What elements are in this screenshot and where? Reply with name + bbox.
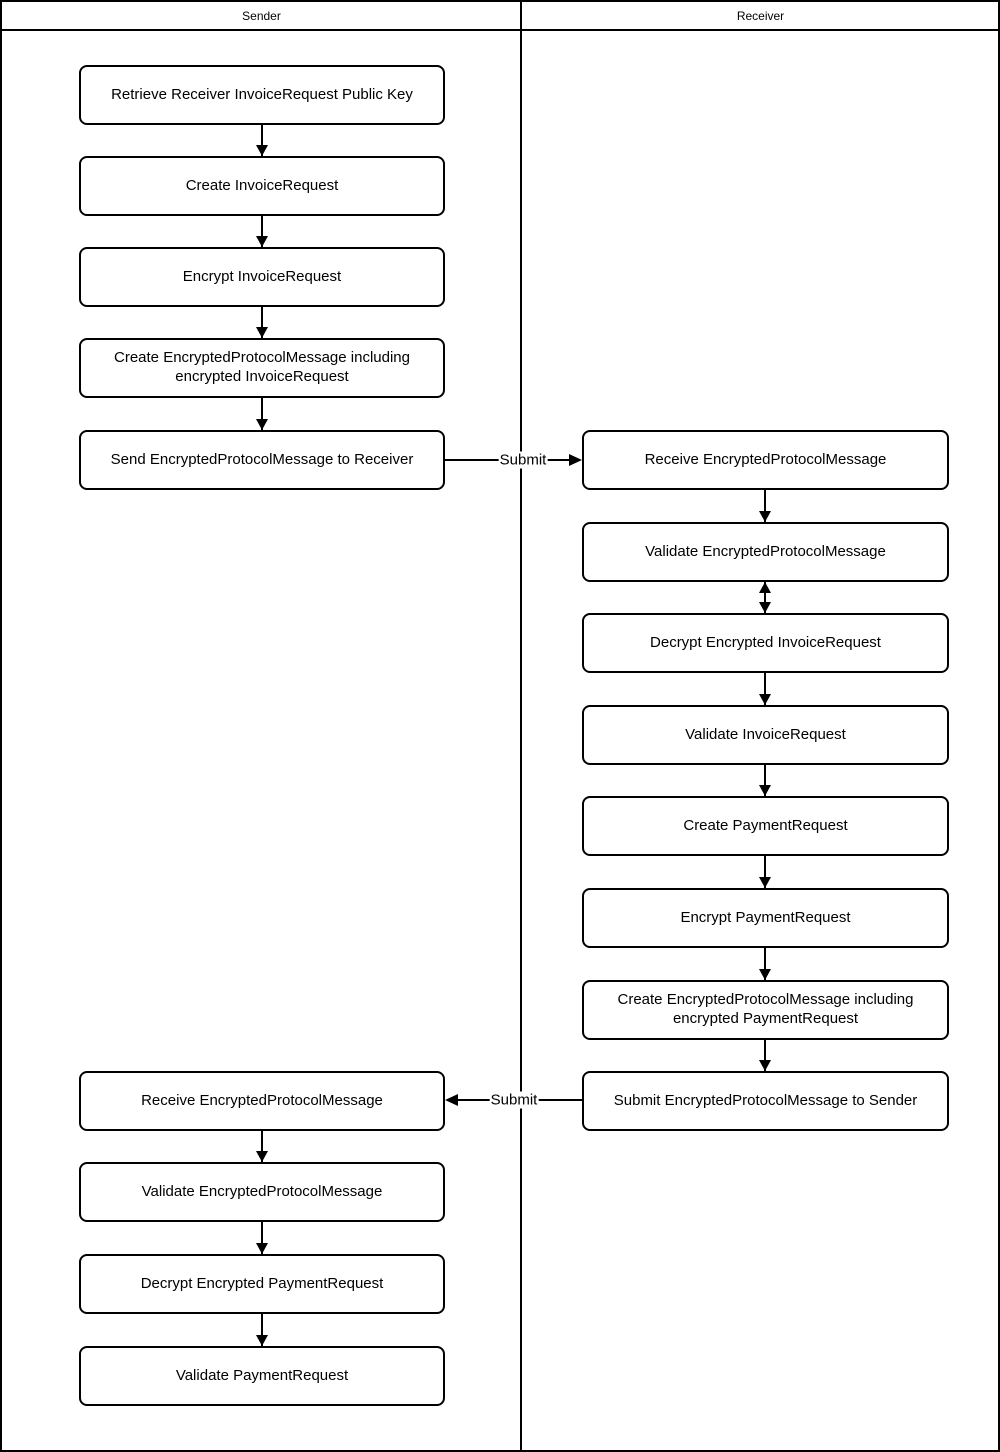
connector-arrow-down-icon — [256, 216, 268, 247]
step-decrypt-encrypted-invoicerequest: Decrypt Encrypted InvoiceRequest — [582, 613, 949, 673]
step-submit-encryptedprotocolmessage-to-sender: Submit EncryptedProtocolMessage to Sende… — [582, 1071, 949, 1131]
connector-arrow-down-icon — [759, 765, 771, 796]
connector-arrow-down-icon — [256, 1131, 268, 1162]
lane-divider — [520, 2, 522, 1450]
step-decrypt-encrypted-paymentrequest: Decrypt Encrypted PaymentRequest — [79, 1254, 445, 1314]
connector-arrow-down-icon — [256, 307, 268, 338]
step-create-invoicerequest: Create InvoiceRequest — [79, 156, 445, 216]
step-send-encryptedprotocolmessage-to-receiver: Send EncryptedProtocolMessage to Receive… — [79, 430, 445, 490]
connector-arrow-down-icon — [759, 673, 771, 705]
lane-header-receiver: Receiver — [521, 2, 998, 31]
step-sender-receive-encryptedprotocolmessage: Receive EncryptedProtocolMessage — [79, 1071, 445, 1131]
lane-header-sender: Sender — [2, 2, 521, 31]
connector-arrow-down-icon — [759, 856, 771, 888]
step-receiver-receive-encryptedprotocolmessage: Receive EncryptedProtocolMessage — [582, 430, 949, 490]
lane-title-receiver: Receiver — [736, 8, 785, 23]
connector-arrow-down-icon — [256, 398, 268, 430]
step-create-encryptedprotocolmessage-paymentrequest: Create EncryptedProtocolMessage includin… — [582, 980, 949, 1040]
step-sender-validate-encryptedprotocolmessage: Validate EncryptedProtocolMessage — [79, 1162, 445, 1222]
arrow-right-icon — [569, 454, 582, 466]
edge-label-submit: Submit — [498, 451, 548, 469]
step-create-encryptedprotocolmessage-invoicerequest: Create EncryptedProtocolMessage includin… — [79, 338, 445, 398]
lane-title-sender: Sender — [242, 8, 281, 23]
step-encrypt-invoicerequest: Encrypt InvoiceRequest — [79, 247, 445, 307]
connector-arrow-down-icon — [759, 948, 771, 980]
step-retrieve-receiver-public-key: Retrieve Receiver InvoiceRequest Public … — [79, 65, 445, 125]
step-validate-invoicerequest: Validate InvoiceRequest — [582, 705, 949, 765]
step-validate-paymentrequest: Validate PaymentRequest — [79, 1346, 445, 1406]
connector-arrow-down-icon — [759, 1040, 771, 1071]
arrow-left-icon — [445, 1094, 458, 1106]
connector-arrow-down-icon — [256, 1222, 268, 1254]
connector-arrow-double-icon — [759, 582, 771, 613]
connector-arrow-down-icon — [256, 125, 268, 156]
step-receiver-validate-encryptedprotocolmessage: Validate EncryptedProtocolMessage — [582, 522, 949, 582]
connector-arrow-down-icon — [256, 1314, 268, 1346]
step-create-paymentrequest: Create PaymentRequest — [582, 796, 949, 856]
step-encrypt-paymentrequest: Encrypt PaymentRequest — [582, 888, 949, 948]
connector-arrow-down-icon — [759, 490, 771, 522]
edge-label-submit: Submit — [489, 1091, 539, 1109]
